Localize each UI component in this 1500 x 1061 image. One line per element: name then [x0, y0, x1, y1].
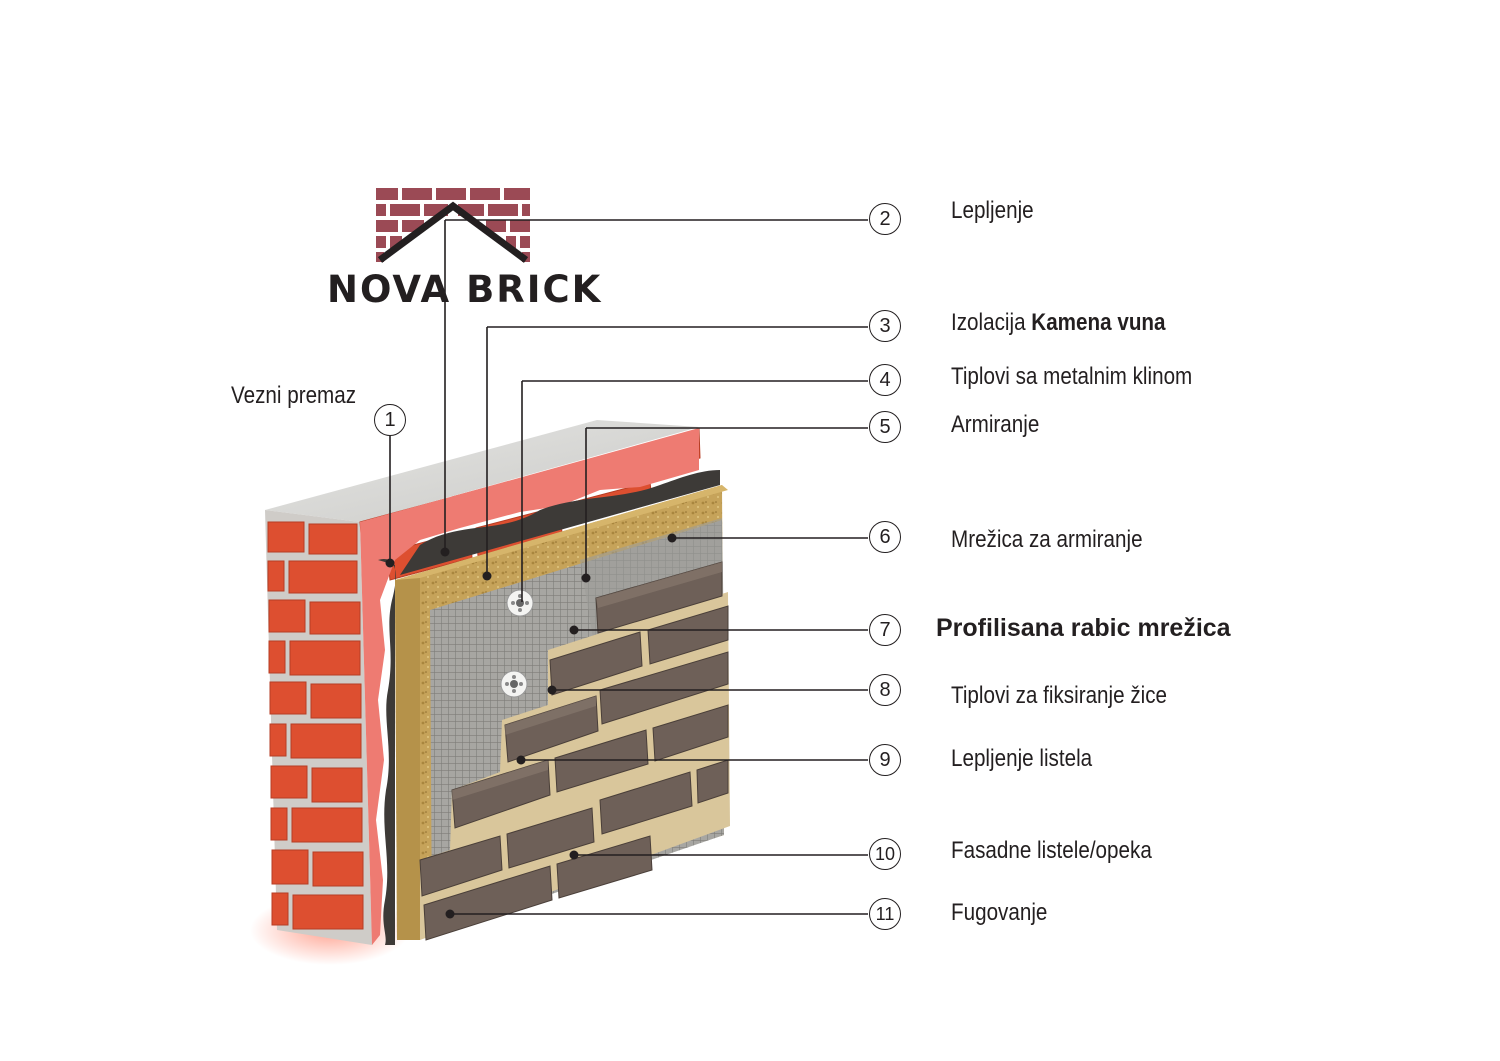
callout-number-3: 3	[869, 310, 901, 342]
callout-number-10: 10	[869, 838, 901, 870]
label-izolacija-plain: Izolacija	[951, 309, 1032, 336]
adhesive-dark-layer	[378, 559, 396, 945]
callout-number-7: 7	[869, 614, 901, 646]
label-fasadne-listele: Fasadne listele/opeka	[951, 837, 1152, 864]
dowel-8	[500, 670, 528, 698]
label-lepljenje-listela: Lepljenje listela	[951, 745, 1093, 772]
callout-number-6: 6	[869, 521, 901, 553]
facade-bricks	[419, 561, 730, 941]
callout-number-4: 4	[869, 364, 901, 396]
label-armiranje: Armiranje	[951, 411, 1040, 438]
callout-number-1: 1	[374, 404, 406, 436]
label-tiplovi-fiksiranje: Tiplovi za fiksiranje žice	[951, 682, 1168, 709]
logo-brick-mark	[376, 188, 530, 262]
leader-lines	[389, 219, 868, 915]
callout-number-2: 2	[869, 203, 901, 235]
logo-wordmark: NOVA BRICK	[327, 268, 603, 311]
adhesive-layer	[360, 428, 699, 945]
callout-number-11: 11	[869, 898, 901, 930]
label-lepljenje: Lepljenje	[951, 197, 1034, 224]
label-izolacija: Izolacija Kamena vuna	[951, 311, 1166, 335]
dowel-4	[506, 589, 534, 617]
label-tiplovi-metalni: Tiplovi sa metalnim klinom	[951, 363, 1193, 390]
label-rabic-mrezica: Profilisana rabic mrežica	[936, 614, 1231, 642]
logo-roof	[377, 201, 529, 263]
label-fugovanje: Fugovanje	[951, 899, 1048, 926]
callout-number-5: 5	[869, 411, 901, 443]
wall-top-surface	[265, 420, 699, 522]
callout-number-8: 8	[869, 674, 901, 706]
label-izolacija-bold: Kamena vuna	[1031, 309, 1166, 336]
callout-number-9: 9	[869, 744, 901, 776]
label-vezni-premaz: Vezni premaz	[231, 382, 357, 409]
leader-dots	[385, 533, 677, 919]
label-mrezica: Mrežica za armiranje	[951, 526, 1143, 553]
brick-wall-face	[265, 510, 372, 945]
